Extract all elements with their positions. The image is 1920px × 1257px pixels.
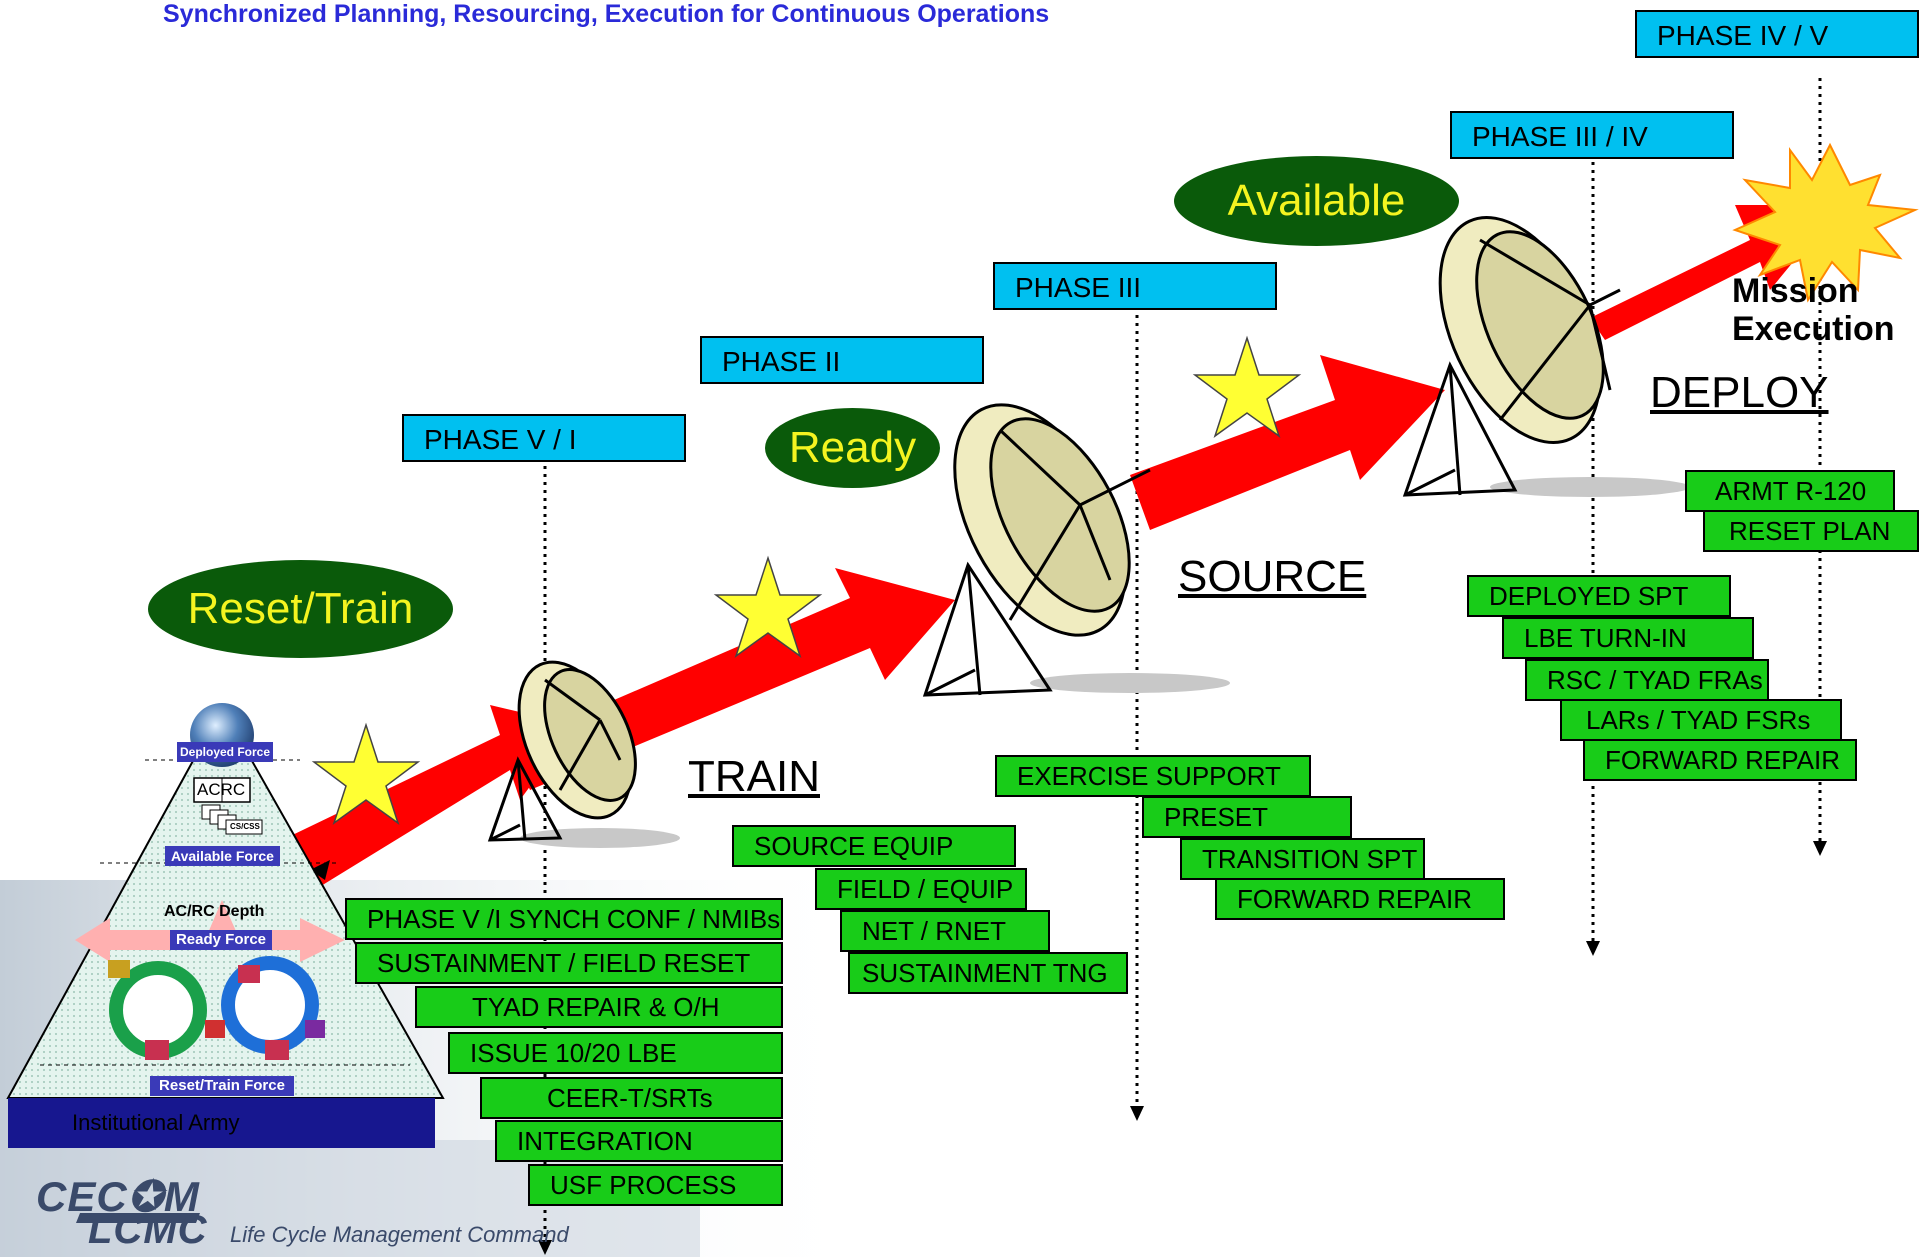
- reset-task-box: USF PROCESS: [528, 1164, 783, 1206]
- satellite-dish-icon: [922, 403, 1230, 697]
- mission-task-box: RESET PLAN: [1703, 510, 1919, 552]
- train-task-box: SOURCE EQUIP: [732, 825, 1016, 867]
- mission-execution-label: Mission Execution: [1732, 272, 1895, 348]
- deploy-task-box: DEPLOYED SPT: [1467, 575, 1731, 617]
- reset-task-box: PHASE V /I SYNCH CONF / NMIBs: [345, 898, 783, 940]
- lcmc-logo: LCMC: [88, 1208, 208, 1252]
- deploy-stage-label: DEPLOY: [1650, 368, 1829, 417]
- deployed-force-label: Deployed Force: [177, 742, 273, 762]
- star-icon: [311, 335, 1302, 825]
- train-stage-label: TRAIN: [688, 752, 820, 801]
- ac-rc-label: ACRC: [197, 780, 246, 799]
- train-task-box: SUSTAINMENT TNG: [848, 952, 1128, 994]
- phase-iii-label: PHASE III: [993, 262, 1277, 310]
- train-task-box: NET / RNET: [840, 910, 1050, 952]
- source-task-box: TRANSITION SPT: [1180, 838, 1425, 880]
- rc-cycle-ring: [109, 961, 207, 1059]
- deploy-task-box: RSC / TYAD FRAs: [1525, 659, 1769, 701]
- reset-task-box: SUSTAINMENT / FIELD RESET: [355, 942, 783, 984]
- deploy-task-box: LARs / TYAD FSRs: [1560, 699, 1842, 741]
- phase-v-i-label: PHASE V / I: [402, 414, 686, 462]
- ready-force-label: Ready Force: [170, 930, 272, 950]
- cecom-logo: CEC✪M: [36, 1173, 200, 1220]
- depth-label: AC/RC Depth: [164, 903, 265, 920]
- reset-task-box: ISSUE 10/20 LBE: [448, 1032, 783, 1074]
- reset-train-force-label: Reset/Train Force: [150, 1076, 294, 1096]
- source-task-box: EXERCISE SUPPORT: [995, 755, 1311, 797]
- phase-ii-label: PHASE II: [700, 336, 984, 384]
- institutional-army-label: Institutional Army: [8, 1098, 435, 1148]
- source-task-box: PRESET: [1142, 796, 1352, 838]
- page-title: Synchronized Planning, Resourcing, Execu…: [163, 0, 1050, 28]
- phase-iii-iv-label: PHASE III / IV: [1450, 111, 1734, 159]
- lcmc-tagline: Life Cycle Management Command: [230, 1222, 569, 1247]
- ready-oval: Ready: [765, 408, 940, 488]
- starburst-icon: [1732, 142, 1919, 303]
- available-oval: Available: [1174, 156, 1459, 246]
- timeline-arrowheads: [538, 841, 1827, 1255]
- source-stage-label: SOURCE: [1178, 552, 1367, 601]
- available-force-label: Available Force: [165, 846, 280, 866]
- deploy-task-box: FORWARD REPAIR: [1583, 739, 1857, 781]
- train-task-box: FIELD / EQUIP: [815, 868, 1027, 910]
- deploy-task-box: LBE TURN-IN: [1502, 617, 1754, 659]
- satellite-dish-icon: [1402, 216, 1690, 497]
- cecom-logo-mark: [76, 1213, 200, 1223]
- mission-task-box: ARMT R-120: [1685, 470, 1895, 512]
- reset-task-box: TYAD REPAIR & O/H: [415, 986, 783, 1028]
- cs-css-label: CS/CSS: [230, 822, 260, 831]
- reset-train-oval: Reset/Train: [148, 560, 453, 658]
- source-task-box: FORWARD REPAIR: [1215, 878, 1505, 920]
- phase-iv-v-label: PHASE IV / V: [1635, 10, 1919, 58]
- satellite-dish-icon: [487, 660, 680, 848]
- reset-task-box: INTEGRATION: [495, 1120, 783, 1162]
- reset-task-box: CEER-T/SRTs: [480, 1077, 783, 1119]
